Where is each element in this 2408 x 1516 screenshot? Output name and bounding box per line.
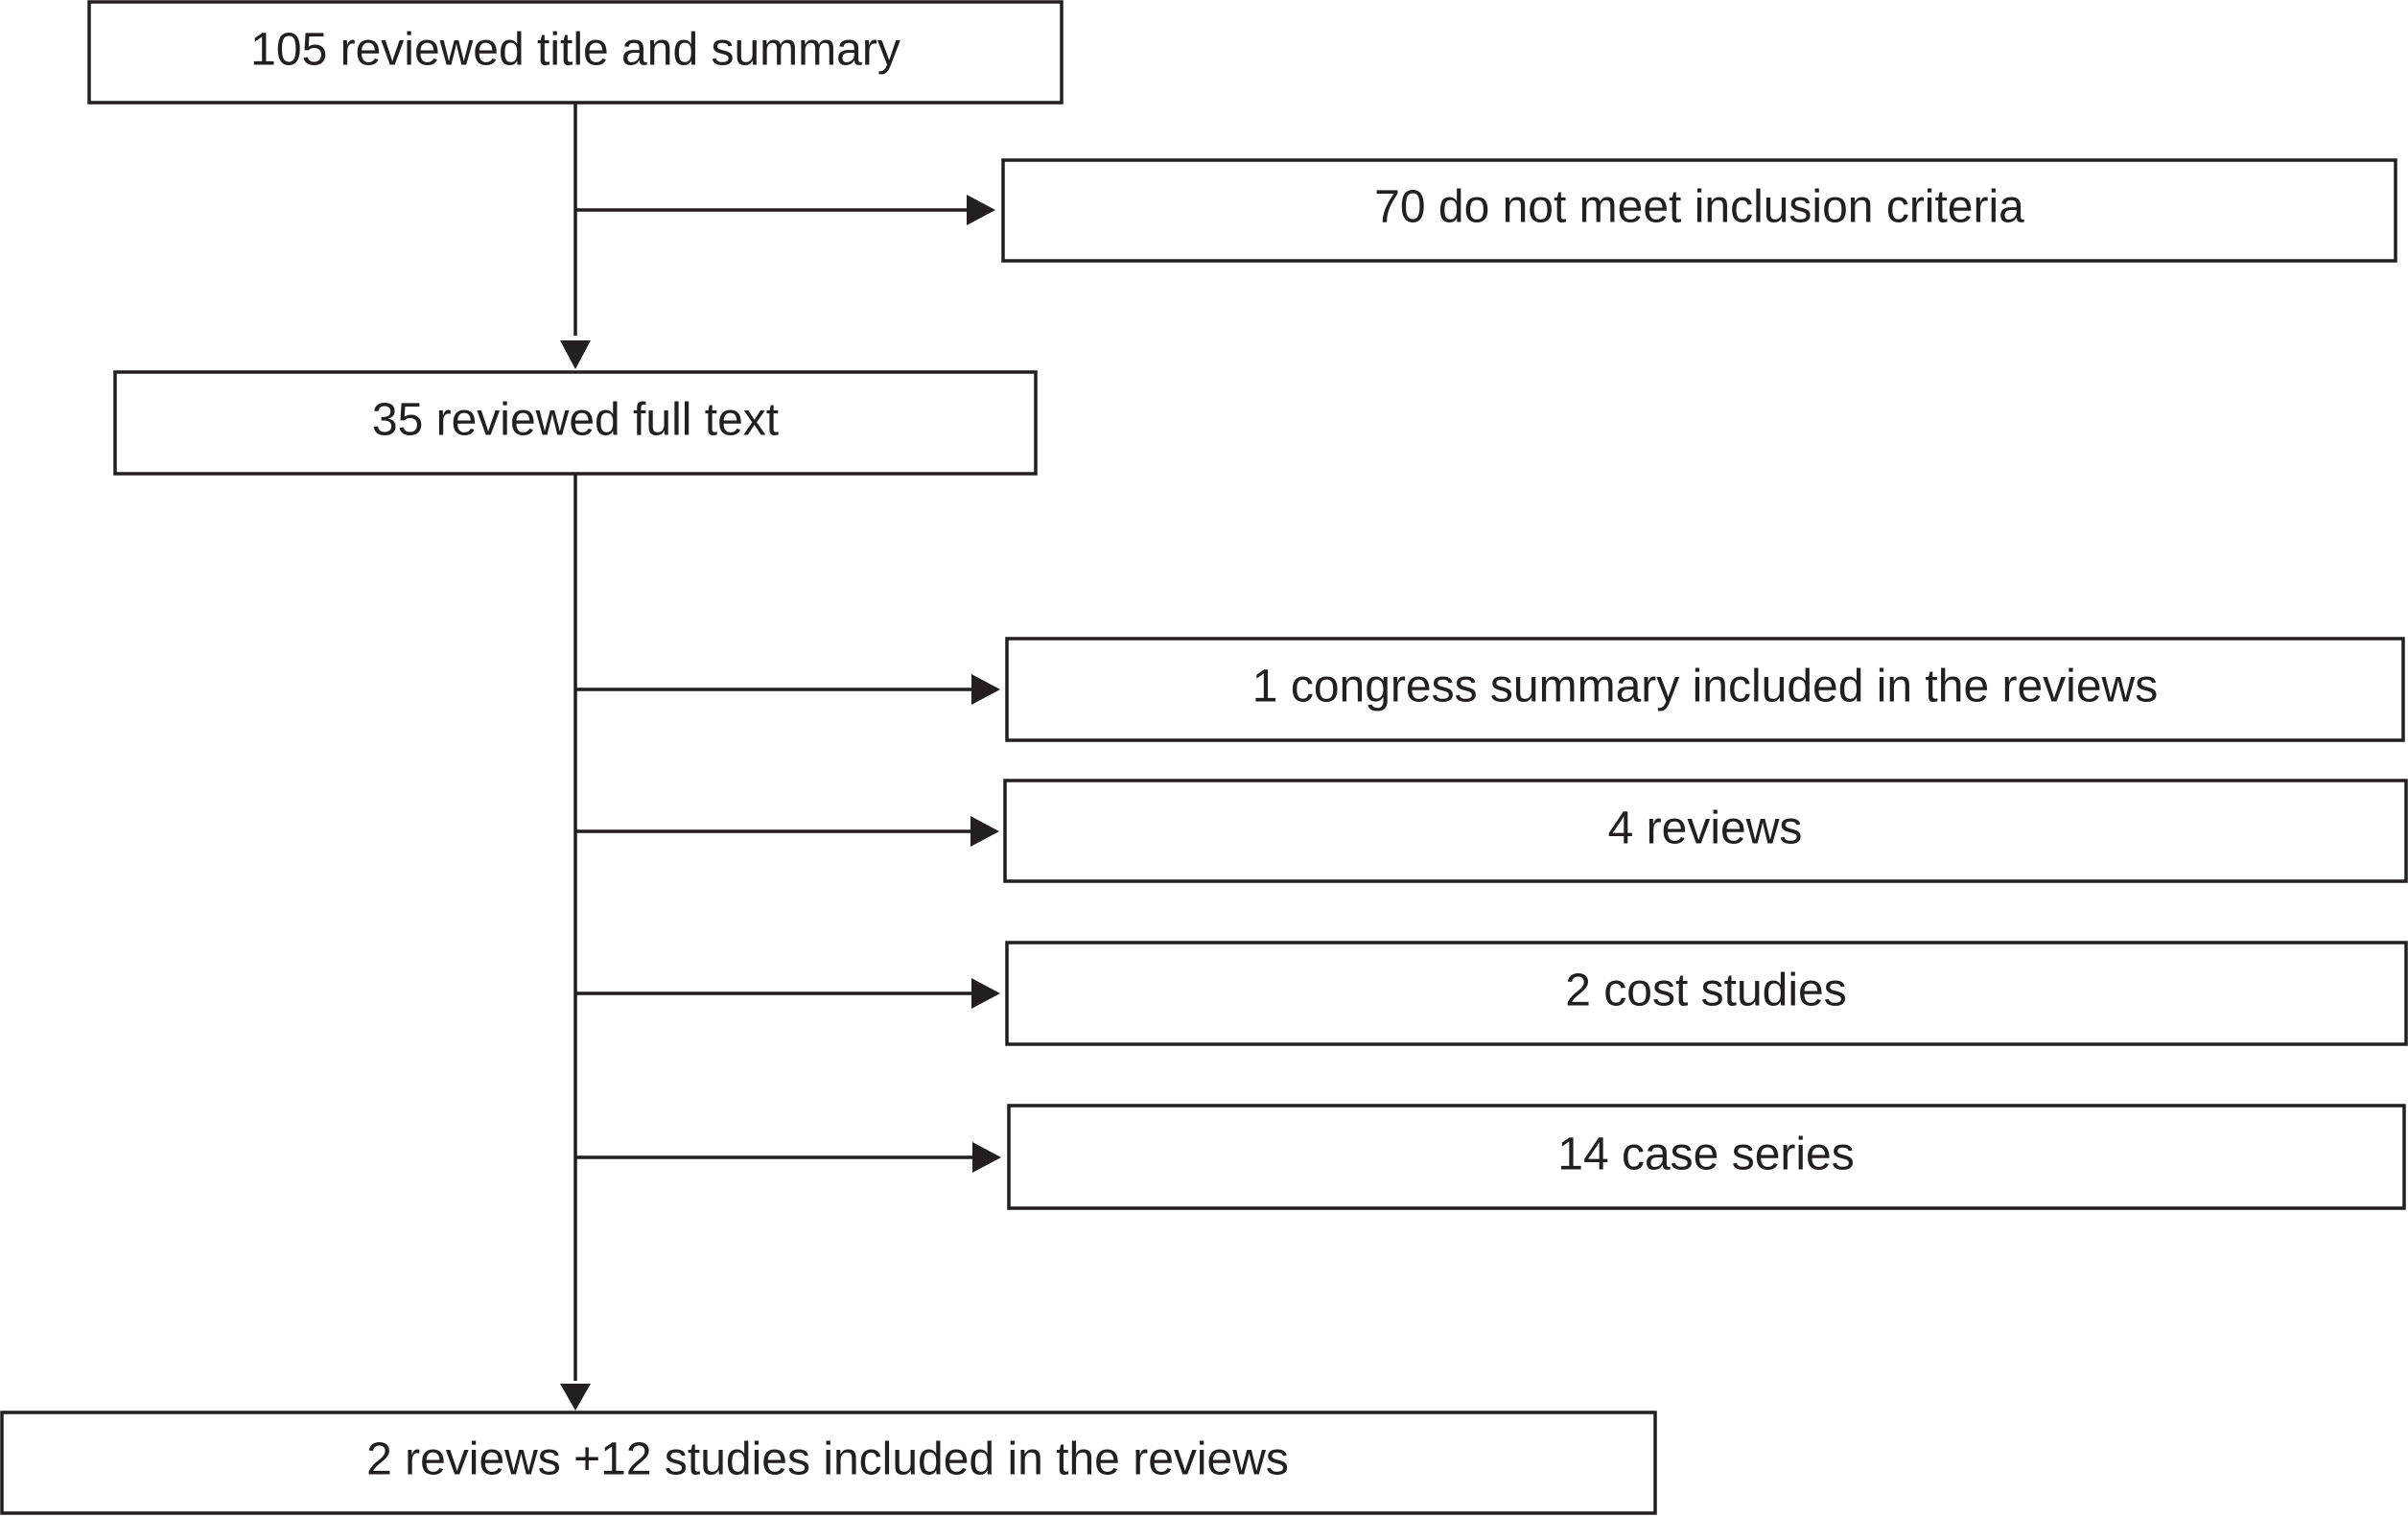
start-node: 105 reviewed title and summary	[87, 0, 1064, 105]
final-node-label: 2 reviews +12 studies included in the re…	[366, 1434, 1289, 1485]
arrowhead-to-reviews	[970, 816, 999, 847]
case-series-node-label: 14 case series	[1557, 1130, 1855, 1180]
reviews-node: 4 reviews	[1003, 779, 2408, 883]
cost-node-label: 2 cost studies	[1565, 966, 1846, 1016]
arrowhead-to-final	[560, 1384, 591, 1411]
start-node-label: 105 reviewed title and summary	[250, 25, 900, 76]
reviews-node-label: 4 reviews	[1608, 804, 1803, 854]
arrowhead-to-full-text	[560, 340, 591, 369]
connectors	[560, 103, 1001, 1411]
full-text-node-label: 35 reviewed full text	[372, 395, 779, 446]
arrowhead-to-congress	[971, 674, 1000, 705]
full-text-node: 35 reviewed full text	[113, 370, 1038, 476]
final-node: 2 reviews +12 studies included in the re…	[0, 1411, 1657, 1515]
congress-node-label: 1 congress summary included in the revie…	[1252, 662, 2158, 712]
arrowhead-to-case-series	[972, 1142, 1001, 1173]
cost-node: 2 cost studies	[1005, 941, 2408, 1046]
arrowhead-to-cost	[971, 978, 1000, 1009]
excluded-node-label: 70 do not meet inclusion criteria	[1374, 182, 2024, 233]
arrowhead-to-excluded	[967, 195, 995, 225]
case-series-node: 14 case series	[1007, 1104, 2406, 1210]
congress-node: 1 congress summary included in the revie…	[1005, 637, 2405, 742]
excluded-node: 70 do not meet inclusion criteria	[1001, 158, 2397, 263]
